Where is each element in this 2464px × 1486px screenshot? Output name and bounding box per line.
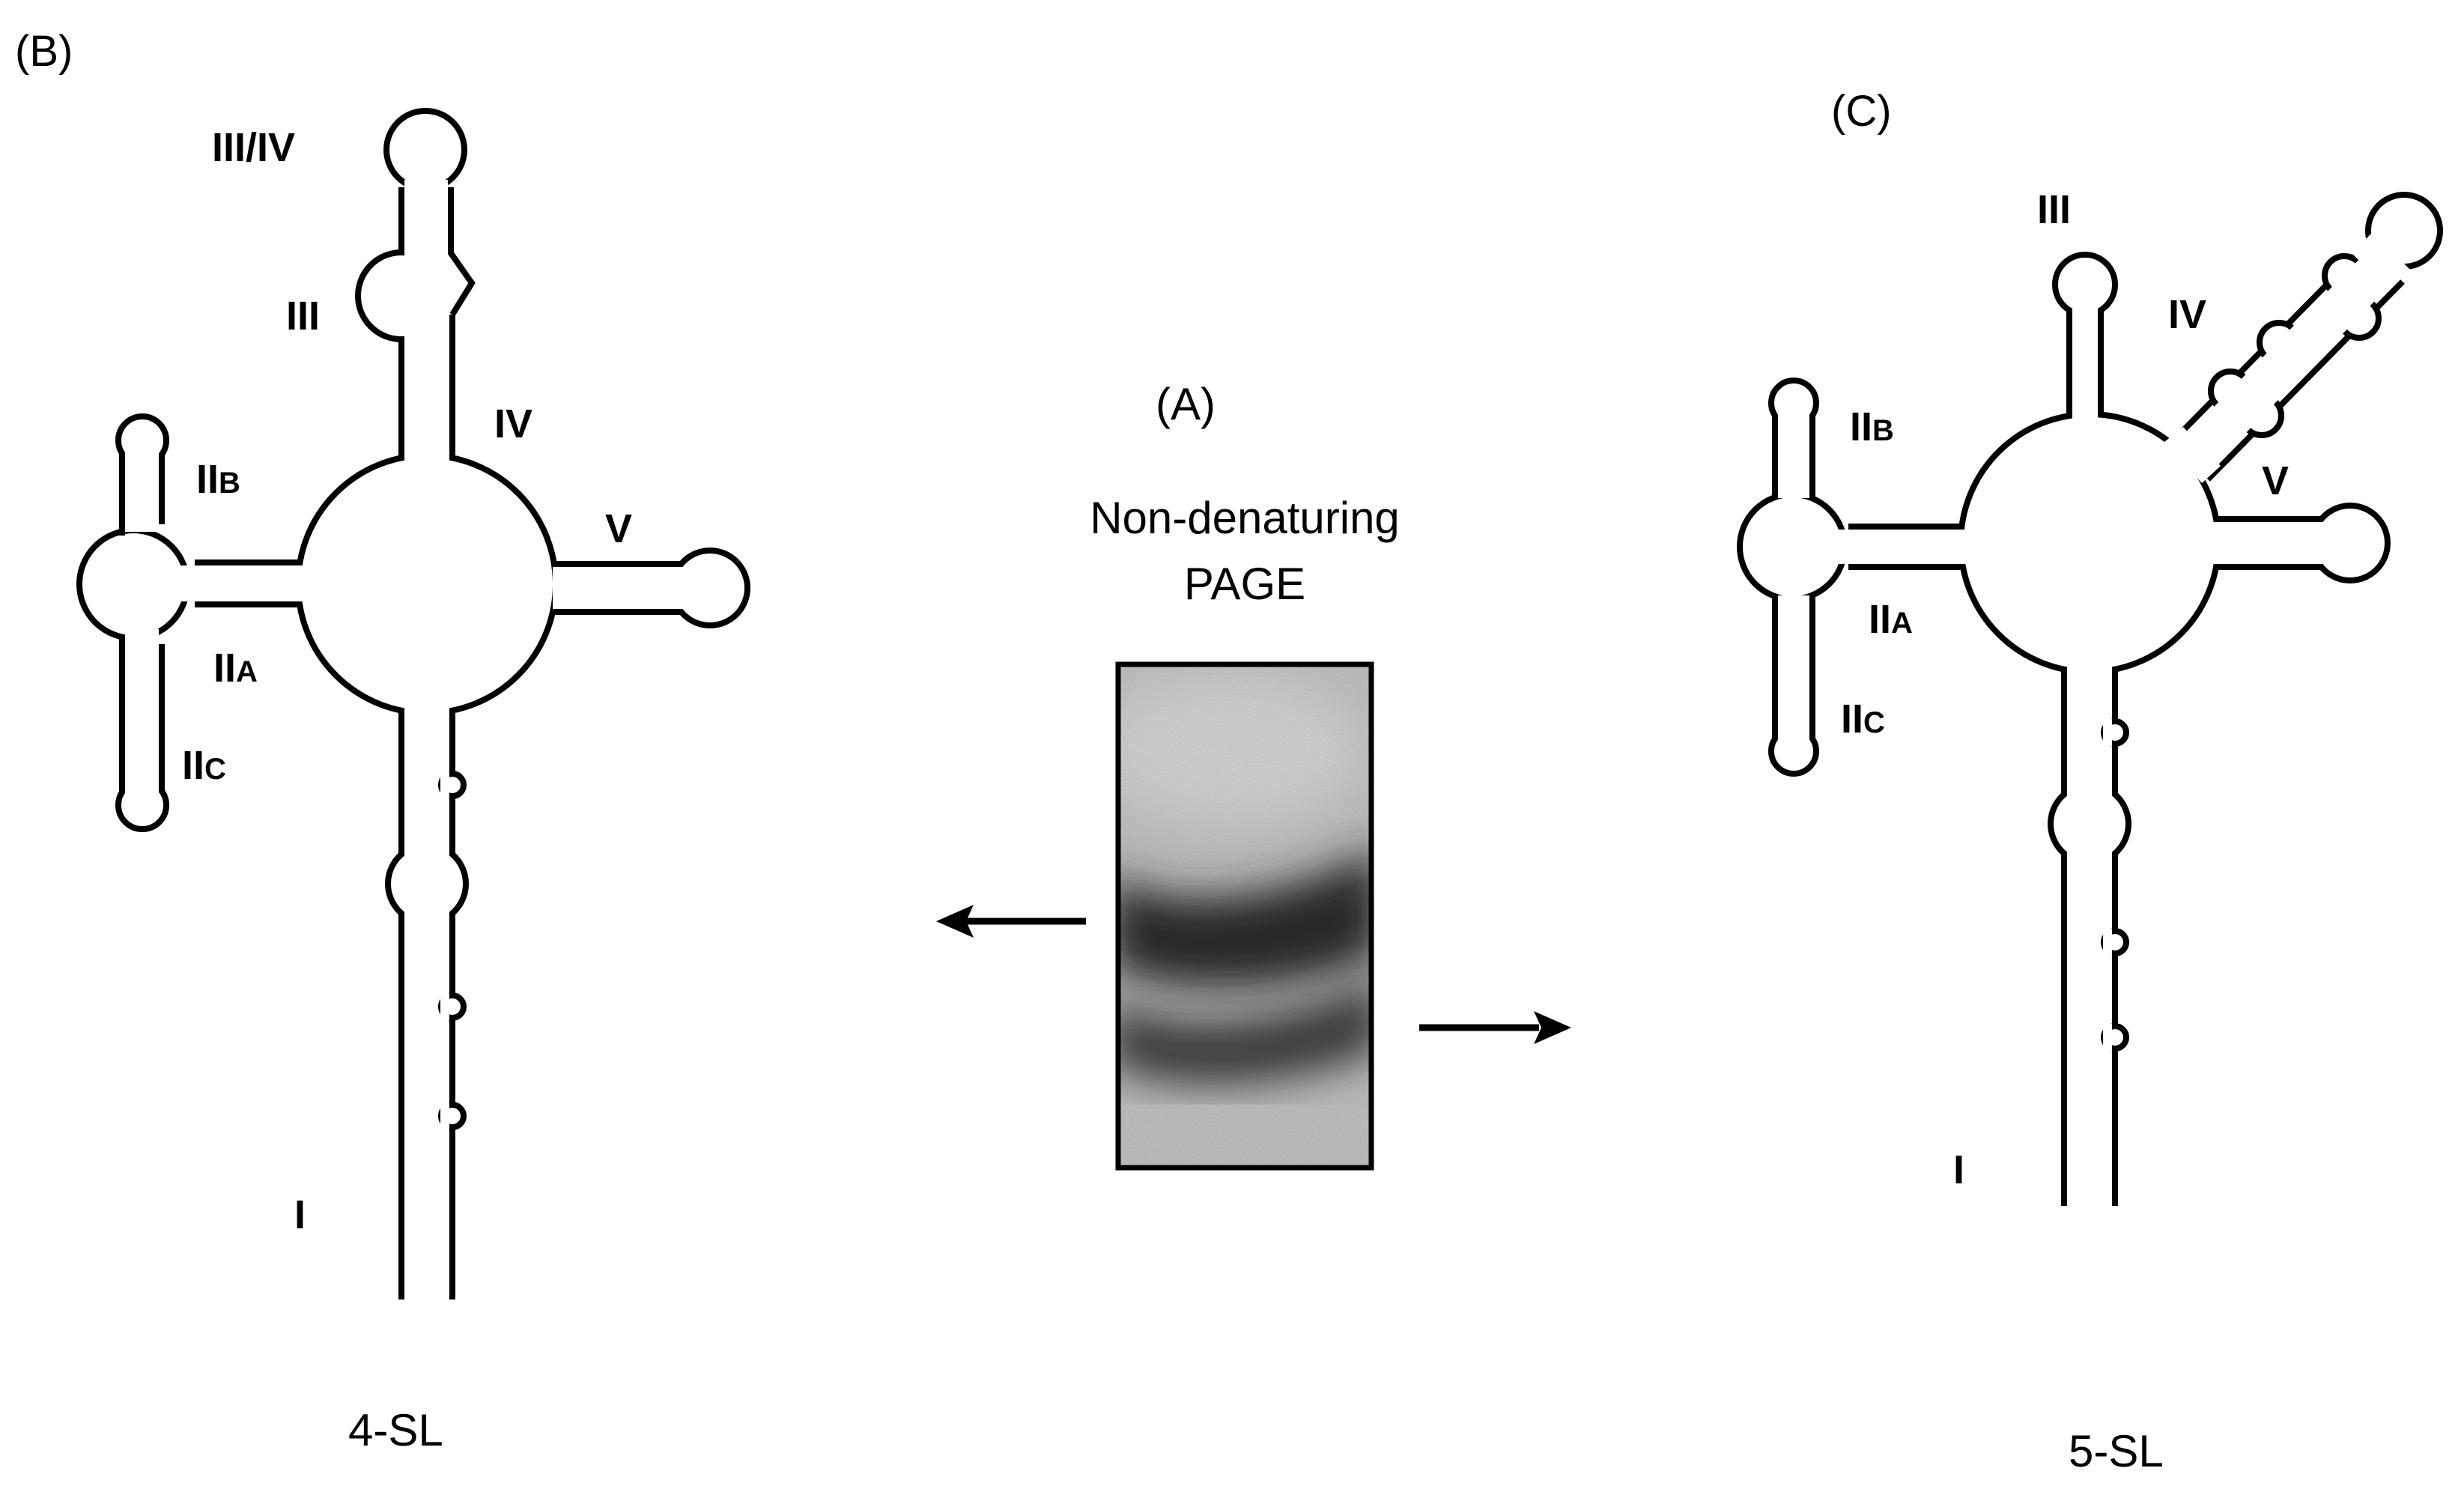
label-5sl-iic: IIC bbox=[1841, 697, 1885, 742]
arrow-to-5sl bbox=[1419, 1011, 1571, 1044]
label-5sl-i: I bbox=[1953, 1147, 1964, 1192]
stem-ii-junction-loop-5sl bbox=[1737, 491, 1848, 602]
label-4sl-iii-iv: III/IV bbox=[212, 125, 295, 170]
panel-a-gel: (A) Non-denaturing PAGE bbox=[936, 379, 1571, 1171]
panel-c-letter: (C) bbox=[1831, 87, 1892, 136]
stem-iii-kink bbox=[448, 187, 476, 317]
panel-b-structure-4sl: (B) bbox=[15, 27, 750, 1455]
label-4sl-iic: IIC bbox=[182, 743, 226, 788]
label-4sl-v: V bbox=[605, 506, 632, 551]
label-5sl-iii: III bbox=[2037, 187, 2071, 232]
label-5sl-iia: IIA bbox=[1869, 597, 1913, 642]
label-5sl-v: V bbox=[2262, 458, 2289, 503]
central-junction-loop bbox=[295, 452, 559, 716]
stem-ii-junction-loop bbox=[76, 527, 190, 641]
label-4sl-iia: IIA bbox=[213, 646, 258, 691]
label-5sl-iv: IV bbox=[2168, 292, 2206, 337]
label-4sl-iii: III bbox=[286, 294, 320, 339]
panel-b-letter: (B) bbox=[15, 27, 73, 76]
label-4sl-i: I bbox=[294, 1192, 306, 1237]
panel-a-method-line-1: Non-denaturing bbox=[1090, 493, 1400, 543]
panel-c-structure-5sl: (C) bbox=[1737, 87, 2443, 1476]
gel-lane-image bbox=[1118, 664, 1371, 1168]
arrow-to-4sl bbox=[936, 905, 1086, 938]
panel-c-name: 5-SL bbox=[2069, 1426, 2164, 1476]
label-4sl-iv: IV bbox=[494, 401, 532, 446]
panel-a-letter: (A) bbox=[1156, 379, 1216, 429]
panel-a-method-line-2: PAGE bbox=[1184, 559, 1305, 609]
gel-frame bbox=[1115, 661, 1374, 1171]
label-5sl-iib: IIB bbox=[1850, 404, 1894, 449]
stem-iii-iv-hairpin-loop bbox=[383, 108, 467, 192]
label-4sl-iib: IIB bbox=[196, 457, 240, 502]
panel-b-name: 4-SL bbox=[348, 1405, 443, 1455]
